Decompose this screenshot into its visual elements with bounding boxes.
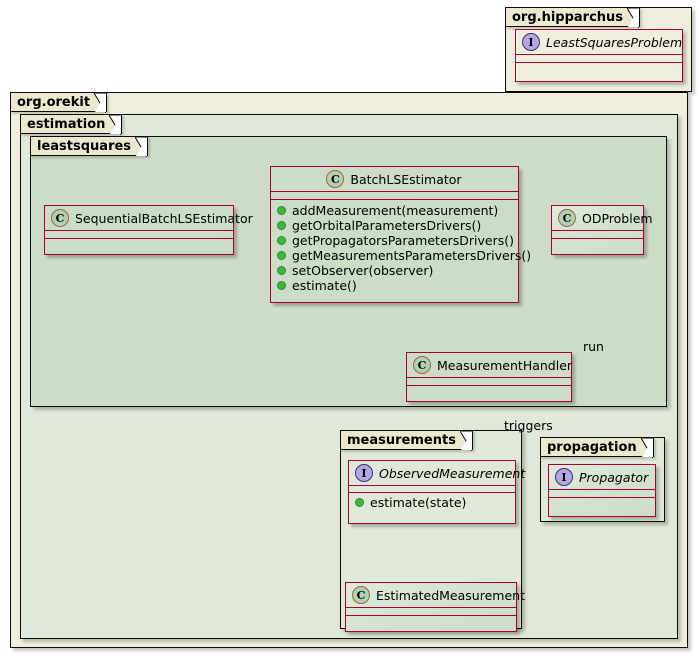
public-visibility-icon [277,266,286,275]
package-label-propagation: propagation [547,440,637,455]
edge-label-run: run [583,339,604,354]
method-label: setObserver(observer) [292,263,434,278]
package-label-org-orekit: org.orekit [17,95,91,110]
class-title-measurementhandler: C MeasurementHandler [407,353,573,378]
class-batchlsestimator[interactable]: C BatchLSEstimator addMeasurement(measur… [270,166,531,303]
class-methods-propagator [549,498,655,505]
method-row: estimate() [271,278,518,293]
method-row: estimate(state) [349,495,515,510]
tab-fold-icon [94,93,107,113]
class-attributes-leastsquaresproblem [516,55,682,63]
class-methods-sequentialbatchlsestimator [45,239,233,246]
public-visibility-icon [277,221,286,230]
method-label: estimate(state) [370,495,467,510]
interface-badge-icon: I [355,464,373,482]
class-name-leastsquaresproblem: LeastSquaresProblem [546,34,683,50]
method-row: getPropagatorsParametersDrivers() [271,233,518,248]
package-label-org-hipparchus: org.hipparchus [512,10,624,25]
class-badge-icon: C [413,356,431,374]
class-attributes-propagator [549,490,655,498]
class-methods-batchlsestimator: addMeasurement(measurement) getOrbitalPa… [271,200,531,297]
class-title-leastsquaresproblem: I LeastSquaresProblem [516,30,682,55]
tab-fold-icon [109,115,122,135]
package-tab-estimation: estimation [20,114,123,135]
class-leastsquaresproblem[interactable]: I LeastSquaresProblem [515,29,683,82]
interface-badge-icon: I [522,33,540,51]
method-row: addMeasurement(measurement) [271,203,518,218]
class-name-propagator: Propagator [579,469,649,485]
class-attributes-odproblem [552,231,643,239]
class-odproblem[interactable]: C ODProblem [551,205,653,255]
class-methods-measurementhandler [407,386,571,393]
class-title-propagator: I Propagator [549,465,655,490]
class-name-observedmeasurement: ObservedMeasurement [379,465,526,481]
class-name-odproblem: ODProblem [582,210,653,226]
class-attributes-observedmeasurement [349,486,515,493]
package-tab-measurements: measurements [340,430,473,451]
public-visibility-icon [277,281,286,290]
public-visibility-icon [277,251,286,260]
method-row: setObserver(observer) [271,263,518,278]
tab-fold-icon [459,431,472,451]
class-measurementhandler[interactable]: C MeasurementHandler [406,352,572,402]
method-row: getOrbitalParametersDrivers() [271,218,518,233]
class-name-sequentialbatchlsestimator: SequentialBatchLSEstimator [75,210,253,226]
class-badge-icon: C [51,209,69,227]
class-name-measurementhandler: MeasurementHandler [437,357,573,373]
package-tab-propagation: propagation [540,437,654,458]
class-attributes-estimatedmeasurement [346,608,516,616]
tab-fold-icon [135,137,148,157]
class-methods-odproblem [552,239,643,246]
public-visibility-icon [277,236,286,245]
method-label: getOrbitalParametersDrivers() [292,218,482,233]
method-label: getPropagatorsParametersDrivers() [292,233,515,248]
package-label-leastsquares: leastsquares [37,139,132,154]
class-name-batchlsestimator: BatchLSEstimator [350,171,462,187]
package-leastsquares [30,136,667,407]
class-badge-icon: C [352,586,370,604]
class-title-observedmeasurement: I ObservedMeasurement [349,461,525,486]
interface-badge-icon: I [555,468,573,486]
tab-fold-icon [627,8,640,28]
package-tab-org-hipparchus: org.hipparchus [505,7,641,28]
package-label-estimation: estimation [27,117,106,132]
package-tab-leastsquares: leastsquares [30,136,149,157]
class-title-estimatedmeasurement: C EstimatedMeasurement [346,583,525,608]
public-visibility-icon [277,206,286,215]
method-label: estimate() [292,278,357,293]
class-methods-estimatedmeasurement [346,616,516,623]
class-title-sequentialbatchlsestimator: C SequentialBatchLSEstimator [45,206,253,231]
package-label-measurements: measurements [347,433,456,448]
class-badge-icon: C [326,170,345,188]
method-row: getMeasurementsParametersDrivers() [271,248,531,263]
class-title-batchlsestimator: C BatchLSEstimator [271,167,518,192]
class-propagator[interactable]: I Propagator [548,464,656,517]
class-attributes-measurementhandler [407,378,571,386]
class-name-estimatedmeasurement: EstimatedMeasurement [376,587,525,603]
class-observedmeasurement[interactable]: I ObservedMeasurement estimate(state) [348,460,525,524]
tab-fold-icon [640,438,653,458]
package-tab-org-orekit: org.orekit [10,92,108,113]
class-attributes-sequentialbatchlsestimator [45,231,233,239]
class-methods-observedmeasurement: estimate(state) [349,493,515,513]
class-title-odproblem: C ODProblem [552,206,653,231]
class-sequentialbatchlsestimator[interactable]: C SequentialBatchLSEstimator [44,205,253,255]
class-estimatedmeasurement[interactable]: C EstimatedMeasurement [345,582,525,632]
public-visibility-icon [355,498,364,507]
class-attributes-batchlsestimator [271,192,518,200]
method-label: addMeasurement(measurement) [292,203,499,218]
edge-label-triggers: triggers [504,418,553,433]
class-methods-leastsquaresproblem [516,63,682,70]
method-label: getMeasurementsParametersDrivers() [292,248,532,263]
class-badge-icon: C [558,209,576,227]
